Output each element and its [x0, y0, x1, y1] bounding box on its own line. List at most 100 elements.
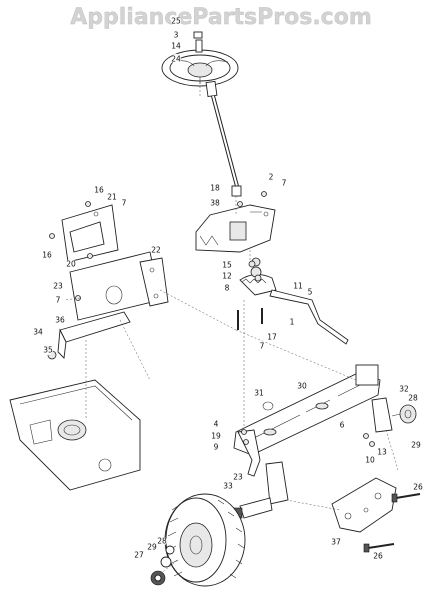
svg-text:29: 29	[411, 441, 421, 450]
callout-38: 38	[210, 198, 220, 208]
callout-7c: 7	[53, 295, 63, 305]
svg-text:34: 34	[33, 328, 43, 337]
svg-text:33: 33	[223, 482, 233, 491]
svg-text:36: 36	[55, 316, 65, 325]
dash-panel-lower	[69, 251, 169, 321]
svg-text:26: 26	[413, 483, 423, 492]
svg-text:13: 13	[377, 448, 387, 457]
callout-5: 5	[305, 287, 315, 297]
front-wheel	[164, 493, 246, 587]
callout-1: 1	[287, 317, 297, 327]
svg-text:16: 16	[42, 251, 52, 260]
callout-32: 32	[399, 384, 409, 394]
svg-text:31: 31	[254, 389, 264, 398]
spindle-left	[227, 461, 289, 519]
svg-text:7: 7	[282, 179, 287, 188]
svg-text:2: 2	[269, 173, 274, 182]
svg-text:8: 8	[225, 284, 230, 293]
callout-22: 22	[151, 245, 161, 255]
callout-11: 11	[293, 281, 303, 291]
callout-21: 21	[107, 192, 117, 202]
callout-7d: 7	[257, 341, 267, 351]
steering-support-bracket	[195, 204, 276, 253]
svg-text:4: 4	[214, 420, 219, 429]
callout-2: 2	[266, 172, 276, 182]
svg-text:7: 7	[122, 199, 127, 208]
callout-14: 14	[171, 41, 181, 51]
callout-13: 13	[377, 447, 387, 457]
svg-text:27: 27	[134, 551, 144, 560]
callout-10: 10	[365, 455, 375, 465]
dash-panel-upper	[61, 204, 119, 263]
svg-text:16: 16	[94, 186, 104, 195]
svg-text:30: 30	[297, 382, 307, 391]
callout-7b: 7	[119, 198, 129, 208]
callout-27: 27	[134, 550, 144, 560]
front-axle	[233, 364, 381, 456]
callout-7: 7	[279, 178, 289, 188]
svg-text:19: 19	[211, 432, 221, 441]
callout-19: 19	[211, 431, 221, 441]
callout-16b: 16	[42, 250, 52, 260]
svg-text:1: 1	[290, 318, 295, 327]
svg-text:22: 22	[151, 246, 161, 255]
bolts	[237, 308, 421, 553]
svg-text:28: 28	[157, 537, 167, 546]
svg-text:14: 14	[171, 42, 181, 51]
tractor-frame	[9, 379, 141, 491]
alignment-lines	[63, 82, 399, 575]
callout-23: 23	[53, 281, 63, 291]
callout-24: 24	[171, 54, 181, 64]
callout-15: 15	[222, 260, 232, 270]
callout-4: 4	[211, 419, 221, 429]
callout-8: 8	[222, 283, 232, 293]
spindle-right	[371, 397, 417, 433]
svg-text:24: 24	[171, 55, 181, 64]
steering-shaft	[205, 80, 242, 197]
callout-26: 26	[413, 482, 423, 492]
wheel-hub-parts	[150, 545, 175, 586]
callout-35: 35	[43, 345, 53, 355]
svg-text:7: 7	[260, 342, 265, 351]
svg-text:26: 26	[373, 552, 383, 561]
svg-text:12: 12	[222, 272, 232, 281]
callout-30: 30	[297, 381, 307, 391]
callout-37: 37	[331, 537, 341, 547]
watermark: AppliancePartsPros.com	[70, 5, 372, 30]
callout-31: 31	[254, 388, 264, 398]
callout-33: 33	[223, 481, 233, 491]
drag-link	[269, 289, 349, 345]
callout-26b: 26	[373, 551, 383, 561]
svg-text:18: 18	[210, 184, 220, 193]
svg-text:5: 5	[308, 288, 313, 297]
callout-16: 16	[94, 185, 104, 195]
callout-3: 3	[171, 30, 181, 40]
svg-text:9: 9	[214, 443, 219, 452]
mounting-plate	[331, 477, 397, 533]
svg-text:23: 23	[53, 282, 63, 291]
callout-17: 17	[267, 332, 277, 342]
svg-text:35: 35	[43, 346, 53, 355]
callout-12: 12	[222, 271, 232, 281]
svg-text:29: 29	[147, 543, 157, 552]
svg-text:7: 7	[56, 296, 61, 305]
callout-23b: 23	[233, 472, 243, 482]
callout-28: 28	[408, 393, 418, 403]
svg-text:32: 32	[399, 385, 409, 394]
svg-text:21: 21	[107, 193, 117, 202]
svg-text:25: 25	[171, 17, 181, 26]
svg-text:11: 11	[293, 282, 303, 291]
svg-text:17: 17	[267, 333, 277, 342]
svg-text:37: 37	[331, 538, 341, 547]
svg-text:28: 28	[408, 394, 418, 403]
svg-text:10: 10	[365, 456, 375, 465]
callout-29: 29	[411, 440, 421, 450]
callout-34: 34	[33, 327, 43, 337]
callout-25: 25	[171, 16, 181, 26]
svg-text:6: 6	[340, 421, 345, 430]
svg-text:20: 20	[66, 260, 76, 269]
svg-text:38: 38	[210, 199, 220, 208]
small-hardware	[49, 191, 375, 447]
callout-20: 20	[66, 259, 76, 269]
